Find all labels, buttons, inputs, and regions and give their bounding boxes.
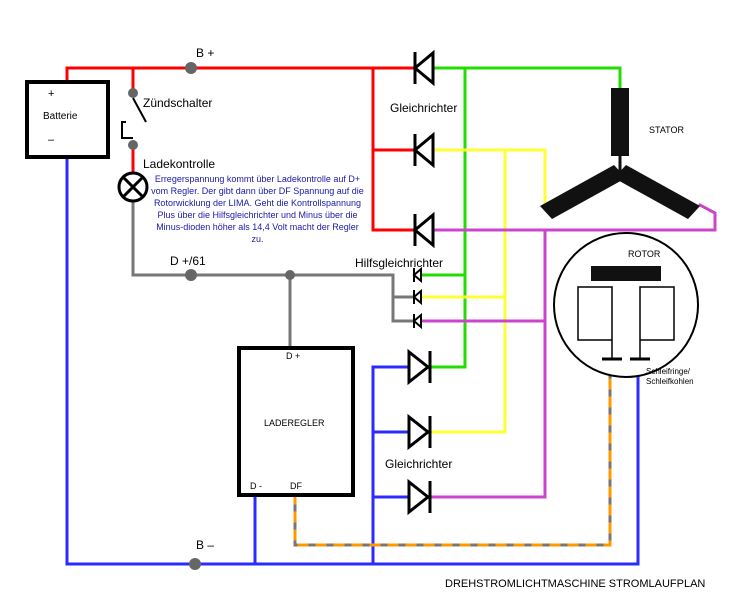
d-plus-61-label: D +/61 [170, 254, 206, 268]
battery [25, 80, 110, 159]
auxiliary-diodes [412, 266, 422, 330]
stator-windings [540, 88, 700, 219]
charge-regulator [237, 346, 355, 497]
charge-lamp-label: Ladekontrolle [143, 157, 216, 171]
rectifier-top-label: Gleichrichter [390, 101, 458, 115]
phase-1-wiring [418, 66, 622, 369]
slip-rings-label: Schleifringe/ Schleifkohlen [646, 367, 694, 386]
regulator-df-label: DF [290, 481, 302, 491]
regulator-d-plus-label: D + [286, 351, 301, 361]
d-plus-wiring [131, 188, 417, 350]
stator-label: STATOR [649, 125, 685, 135]
phase-3-wiring [418, 202, 717, 499]
ignition-switch-label: Zündschalter [143, 96, 213, 110]
aux-rectifier-label: Hilfsgleichrichter [355, 256, 444, 270]
regulator-d-minus-label: D - [250, 481, 262, 491]
field-wiring [293, 356, 612, 547]
diagram-title: DREHSTROMLICHTMASCHINE STROMLAUFPLAN [445, 578, 706, 590]
charge-lamp [117, 171, 149, 203]
regulator-label: LADEREGLER [264, 418, 325, 428]
explanation-note: Erregerspannung kommt über Ladekontrolle… [151, 174, 364, 244]
battery-plus-label: + [48, 88, 55, 100]
battery-label: Batterie [43, 111, 78, 122]
battery-minus-label: – [48, 134, 55, 146]
ignition-switch [121, 97, 147, 139]
b-plus-label: B + [196, 46, 215, 60]
b-minus-label: B – [196, 538, 215, 552]
rotor [553, 232, 699, 378]
negative-diodes [407, 348, 432, 516]
positive-diodes [412, 49, 435, 249]
negative-wiring [65, 141, 640, 566]
rectifier-bottom-label: Gleichrichter [385, 457, 453, 471]
rotor-label: ROTOR [628, 249, 661, 259]
phase-2-wiring [418, 148, 547, 434]
